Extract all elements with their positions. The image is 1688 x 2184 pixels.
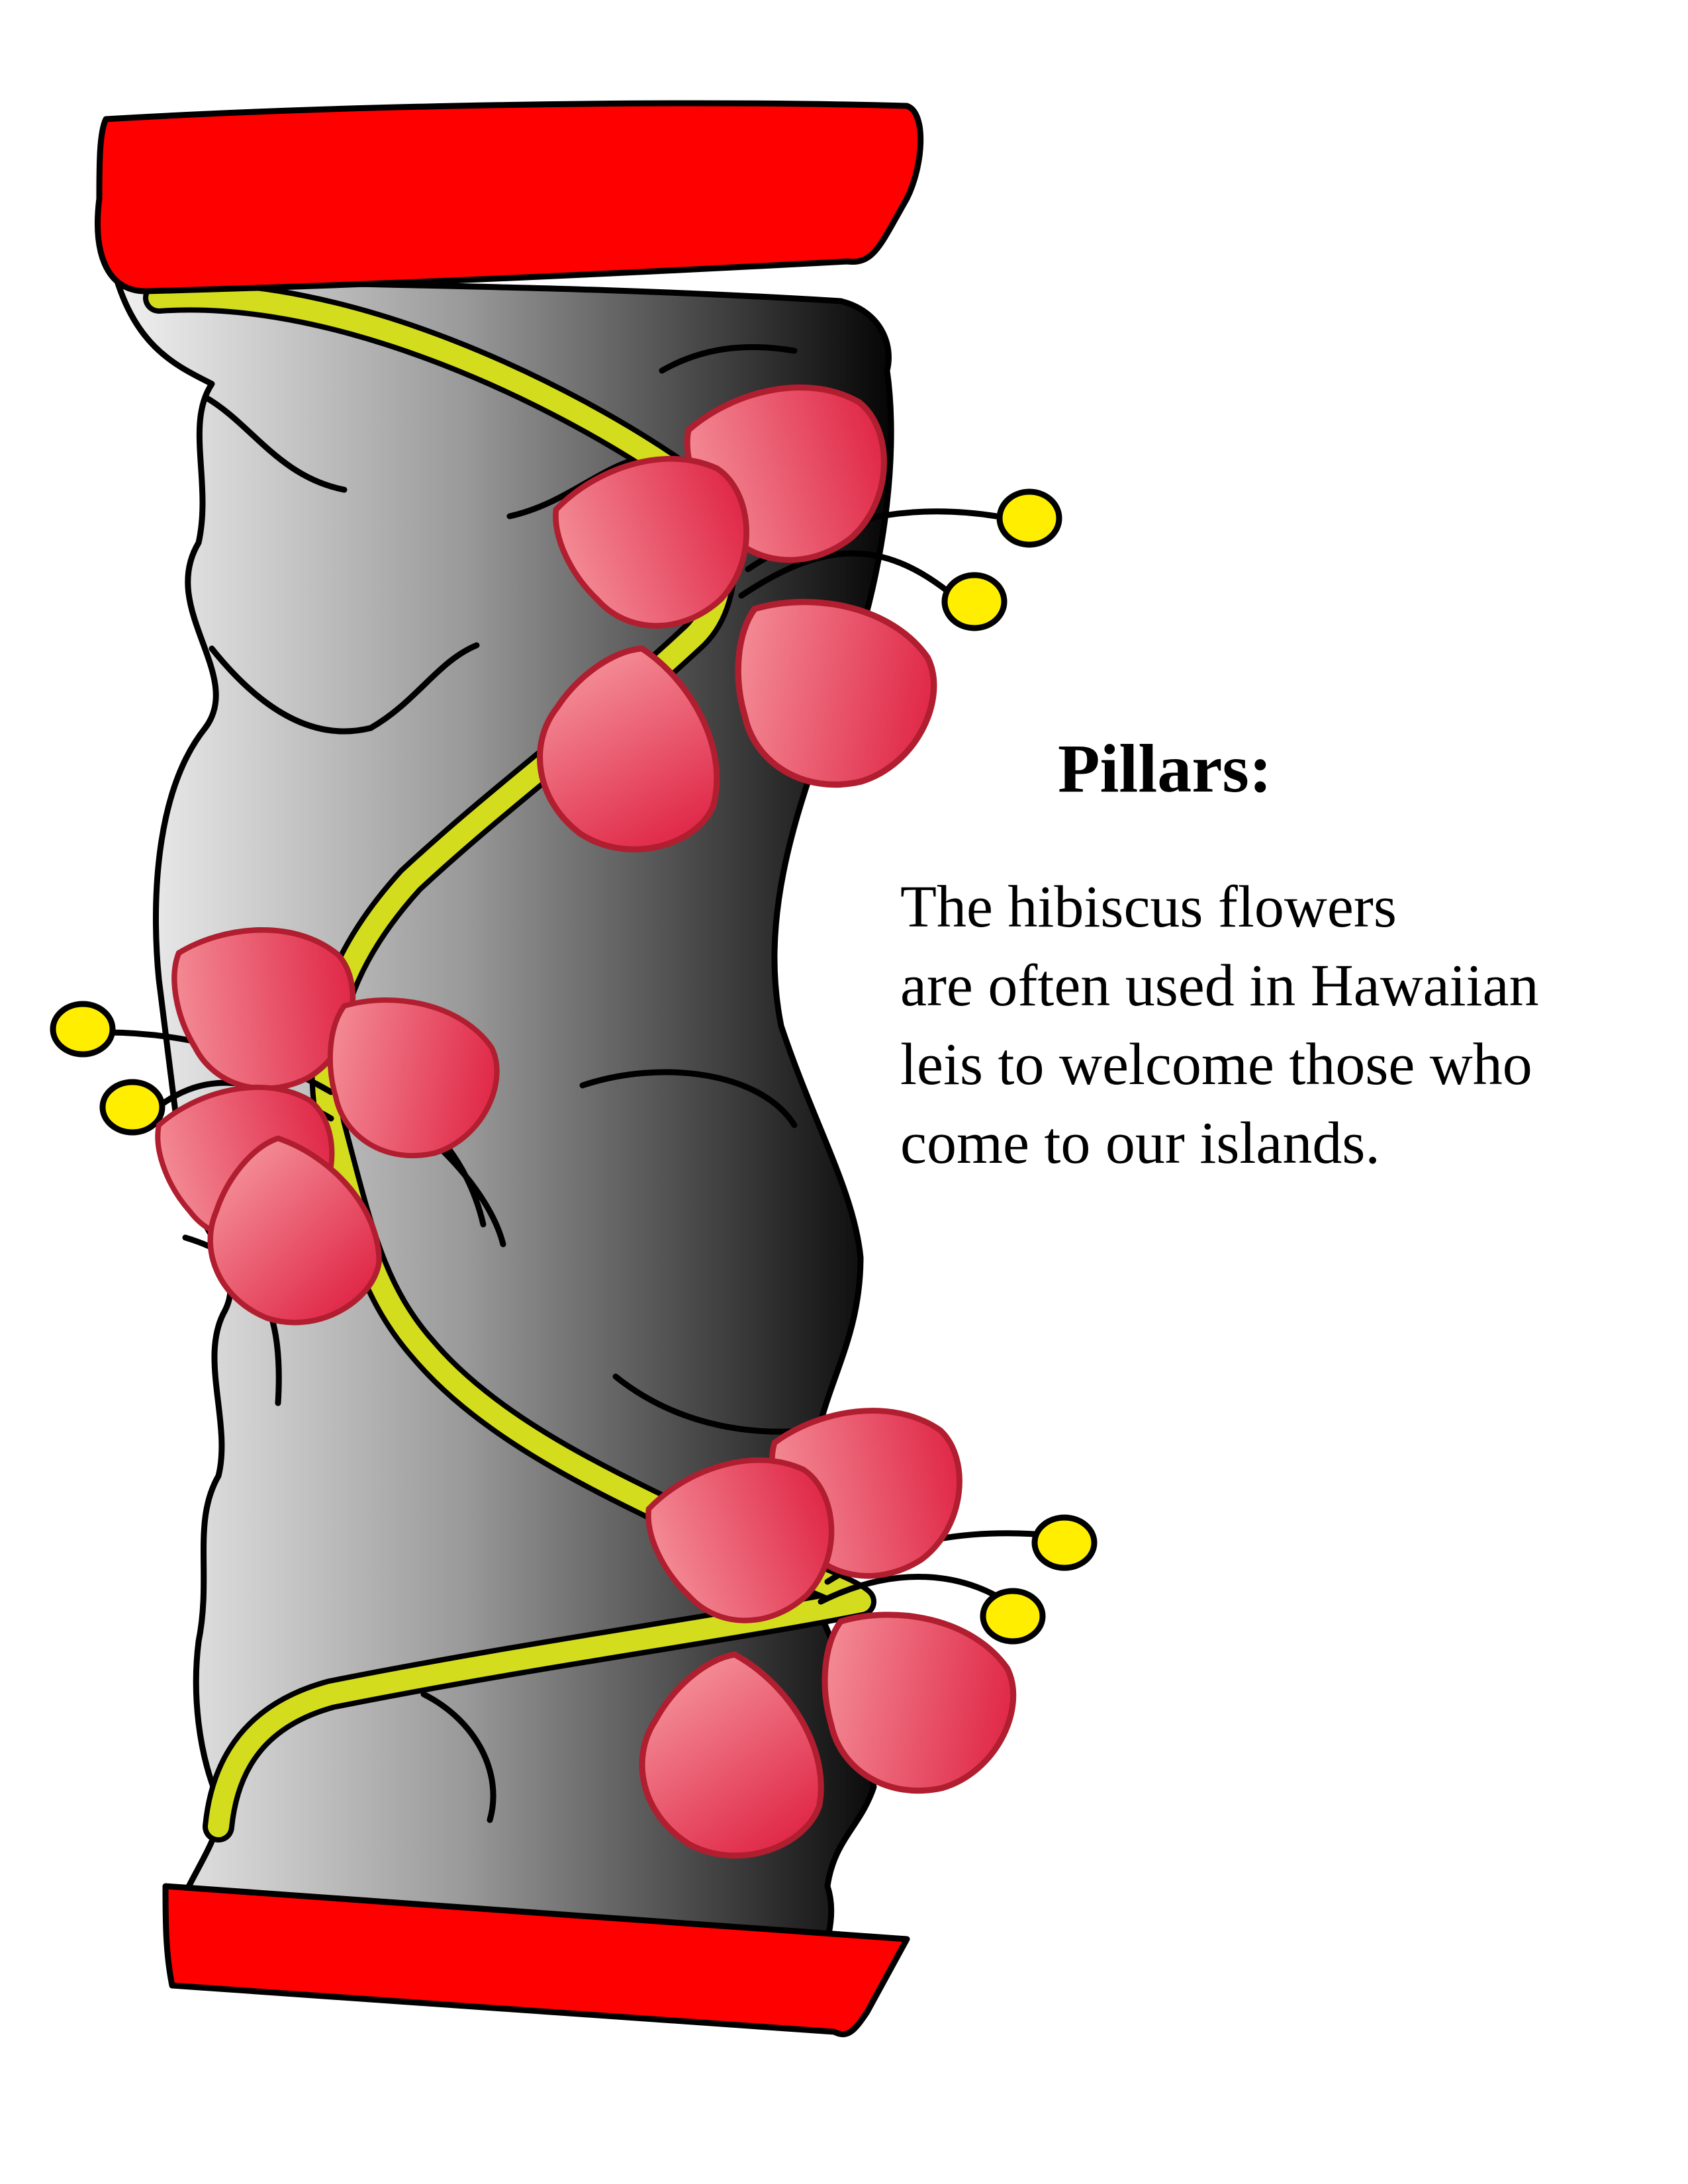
caption-line: The hibiscus flowers [900,874,1397,940]
bottom-cap [162,1883,910,2038]
caption-title: Pillars: [1058,731,1272,807]
top-cap [95,100,924,295]
caption-line: leis to welcome those who [900,1031,1532,1097]
caption-line: come to our islands. [900,1110,1380,1176]
stamen-dot [1031,1514,1098,1571]
stamen-dot [996,488,1062,548]
caption-line: are often used in Hawaiian [900,952,1539,1019]
stamen-dot [980,1588,1046,1645]
caption: Pillars: The hibiscus flowers are often … [900,728,1662,1183]
stamen-dot [99,1079,165,1136]
caption-body: The hibiscus flowers are often used in H… [900,868,1662,1183]
stamen-dot [941,572,1008,631]
stamen-dot [50,1001,116,1058]
